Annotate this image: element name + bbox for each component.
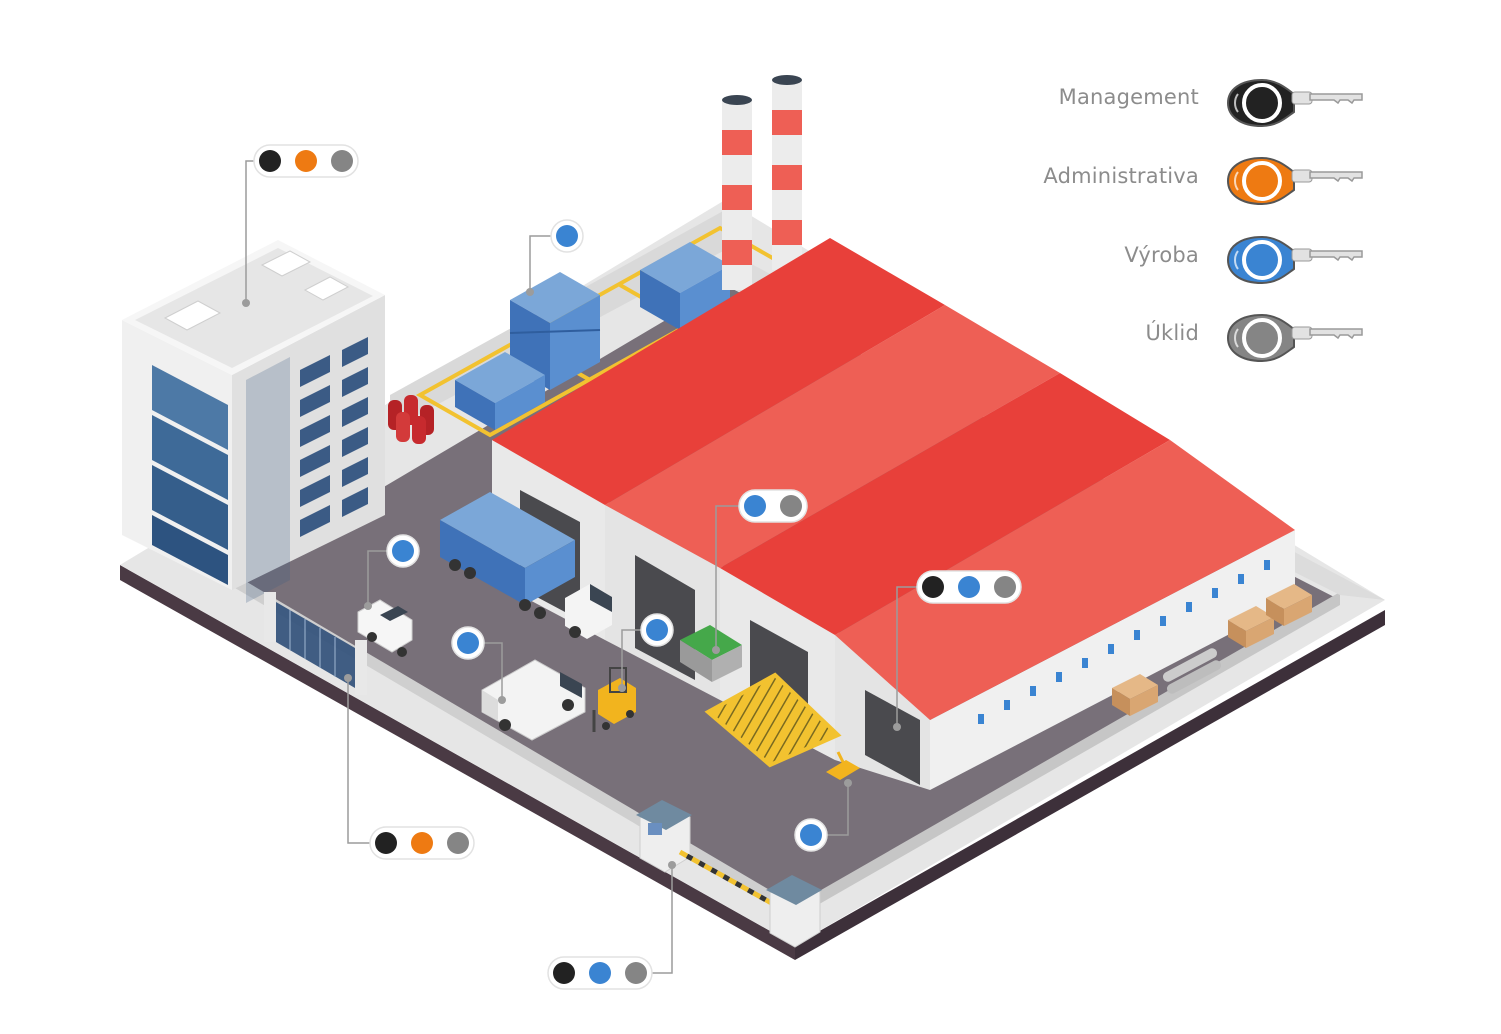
chimney <box>772 75 802 270</box>
role-dot-administrativa <box>411 832 433 854</box>
shipping-container <box>455 352 545 430</box>
truck <box>440 492 612 639</box>
chimney <box>722 95 752 290</box>
container-yard <box>415 225 795 438</box>
warehouse-door <box>865 690 920 785</box>
gatehouse <box>636 800 777 908</box>
pallets <box>1112 584 1312 716</box>
shipping-container <box>640 242 730 330</box>
role-dot-uklid <box>625 962 647 984</box>
pipes <box>1162 648 1222 694</box>
anchor-dot <box>618 684 626 692</box>
anchor-dot <box>344 674 352 682</box>
main-gate <box>264 592 367 695</box>
anchor-dot <box>668 861 676 869</box>
callout-container-yard <box>526 219 584 296</box>
callout-forklift <box>618 613 674 692</box>
callout-pallet-jack <box>794 779 852 852</box>
role-dot-uklid <box>994 576 1016 598</box>
barrels <box>388 395 434 444</box>
anchor-dot <box>364 602 372 610</box>
legend-label-administrativa: Administrativa <box>1043 164 1199 188</box>
role-dot-management <box>259 150 281 172</box>
role-dot-management <box>922 576 944 598</box>
office-building <box>122 240 385 603</box>
role-dot-uklid <box>780 495 802 517</box>
role-dot-vyroba <box>646 619 668 641</box>
callout-company-car <box>364 534 420 610</box>
anchor-dot <box>712 646 720 654</box>
loading-zone <box>704 672 842 768</box>
role-dot-administrativa <box>295 150 317 172</box>
callout-hall-door <box>712 489 808 654</box>
role-dot-management <box>375 832 397 854</box>
company-car <box>357 599 413 657</box>
access-callouts <box>242 144 1022 990</box>
key-fob-icon <box>1226 313 1363 363</box>
role-dot-uklid <box>331 150 353 172</box>
anchor-dot <box>498 696 506 704</box>
callout-main-gate <box>344 674 475 860</box>
anchor-dot <box>526 288 534 296</box>
legend-label-uklid: Úklid <box>1145 321 1199 345</box>
role-dot-vyroba <box>392 540 414 562</box>
role-dot-vyroba <box>457 632 479 654</box>
anchor-dot <box>242 299 250 307</box>
forklift <box>592 667 636 732</box>
role-dot-vyroba <box>589 962 611 984</box>
role-dot-vyroba <box>556 225 578 247</box>
role-dot-vyroba <box>958 576 980 598</box>
role-dot-vyroba <box>800 824 822 846</box>
key-fob-icon <box>1226 156 1363 206</box>
anchor-dot <box>844 779 852 787</box>
role-dot-management <box>553 962 575 984</box>
delivery-van <box>481 659 586 741</box>
callout-office-building <box>242 144 359 307</box>
green-crates <box>680 625 742 682</box>
callout-gatehouse <box>547 861 676 990</box>
gatehouse <box>766 875 822 948</box>
pallet-jack <box>826 751 860 780</box>
role-dot-uklid <box>447 832 469 854</box>
key-fob-icon <box>1226 235 1363 285</box>
callout-delivery-van <box>451 626 506 704</box>
callout-warehouse-door <box>893 570 1022 731</box>
legend-label-vyroba: Výroba <box>1124 243 1199 267</box>
legend-label-management: Management <box>1058 85 1199 109</box>
anchor-dot <box>893 723 901 731</box>
key-fob-icon <box>1226 78 1363 128</box>
role-dot-vyroba <box>744 495 766 517</box>
